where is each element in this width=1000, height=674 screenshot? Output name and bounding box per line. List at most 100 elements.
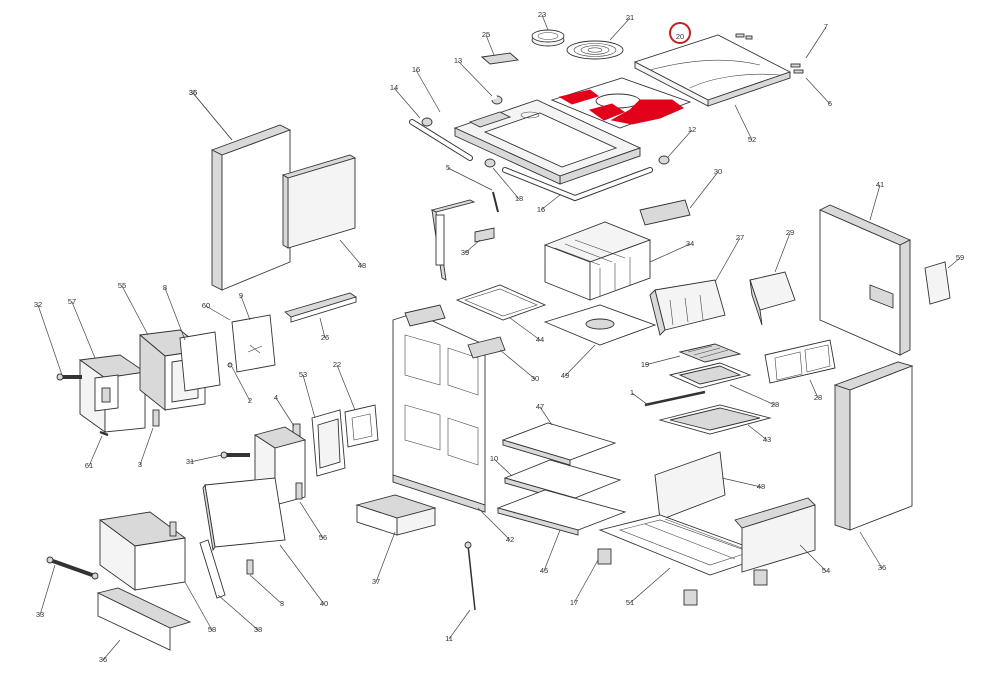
part-3-latch-58: [169, 521, 177, 537]
leader-line-49: [564, 344, 596, 377]
callout-label-51: 51: [626, 598, 634, 607]
leader-line-57: [71, 301, 96, 359]
part-3-latch-mid: [295, 482, 303, 500]
part-59-label: [924, 261, 951, 305]
leader-line-37: [375, 531, 396, 583]
callout-label-60: 60: [202, 301, 210, 310]
part-61-pin: [99, 430, 109, 437]
part-46-back-plate: [654, 451, 726, 521]
callout-label-55: 55: [118, 281, 126, 290]
callout-label-44: 44: [536, 335, 544, 344]
part-2-screw: [227, 362, 233, 368]
leader-line-53: [302, 374, 316, 419]
leader-line-3: [139, 427, 154, 466]
part-31-handle: [220, 451, 250, 459]
callout-label-23: 23: [538, 10, 546, 19]
part-28-ash-pan-top: [668, 362, 752, 389]
leader-line-51: [629, 567, 671, 604]
leader-line-54: [799, 544, 827, 572]
leader-line-58: [184, 581, 213, 631]
leader-line-8: [164, 287, 186, 341]
callout-label-7: 7: [824, 22, 828, 31]
callout-label-49: 49: [561, 371, 569, 380]
callout-label-16: 16: [537, 205, 545, 214]
callout-label-31: 31: [186, 457, 194, 466]
leader-line-4: [275, 397, 295, 427]
leader-line-39: [464, 239, 481, 254]
callout-label-1: 1: [630, 388, 634, 397]
part-35-right-side-panel: [833, 361, 914, 531]
part-38-bar: [199, 539, 226, 599]
part-42-front-panel: [392, 312, 486, 513]
part-40-plate: [202, 477, 286, 552]
leader-line-25: [485, 34, 495, 56]
callout-label-38: 38: [254, 625, 262, 634]
callout-label-29: 29: [786, 228, 794, 237]
callout-label-27: 27: [736, 233, 744, 242]
part-50-bracket: [430, 199, 476, 281]
part-43-ash-tray: [658, 404, 772, 435]
part-11-rod: [464, 541, 476, 611]
callout-label-21: 21: [626, 13, 634, 22]
part-34-oven-box: [543, 221, 652, 301]
callout-label-32: 32: [34, 300, 42, 309]
part-47-shelf: [501, 422, 617, 466]
leader-line-32: [37, 304, 63, 376]
leader-line-13: [457, 60, 493, 97]
leader-line-34: [649, 243, 691, 263]
callout-label-9: 9: [239, 291, 243, 300]
part-17-foot: [597, 548, 768, 606]
part-32-handle: [56, 373, 82, 381]
part-36-kickplate: [96, 587, 192, 651]
leader-line-7: [805, 26, 827, 59]
leader-line-48: [721, 477, 762, 488]
callout-label-16: 16: [412, 65, 420, 74]
leader-line-28: [809, 379, 819, 399]
callout-label-13: 13: [454, 56, 462, 65]
callout-label-25: 25: [482, 30, 490, 39]
leader-line-3: [249, 574, 283, 605]
leader-line-52: [734, 104, 753, 141]
part-33-handle: [46, 556, 99, 580]
part-53-door-frame: [311, 409, 346, 477]
leader-line-26: [319, 317, 326, 339]
part-3-latch-left: [152, 409, 160, 427]
leader-line-30: [499, 349, 536, 380]
part-57-door: [78, 354, 147, 433]
leader-line-19: [644, 355, 681, 366]
leader-line-41: [869, 184, 881, 221]
part-35-left-side-panel: [210, 124, 292, 291]
part-1-rod: [644, 390, 706, 407]
leader-line-44: [509, 317, 541, 341]
part-23-ring: [531, 29, 565, 47]
leader-line-31: [189, 454, 223, 463]
leader-line-59: [947, 257, 961, 269]
leader-line-16: [540, 194, 561, 211]
part-45-shelf: [496, 489, 627, 536]
hob-plate-red-area-left: [558, 89, 600, 105]
callout-label-12: 12: [688, 125, 696, 134]
part-28-side-bracket: [764, 339, 836, 384]
leader-line-21: [609, 17, 631, 41]
callout-label-41: 41: [876, 180, 884, 189]
leader-line-48: [339, 239, 363, 267]
leader-line-16: [415, 69, 441, 113]
leader-line-60: [205, 305, 231, 321]
callout-label-3: 3: [280, 599, 284, 608]
leader-line-12: [667, 129, 693, 158]
callout-label-36: 36: [189, 88, 197, 97]
part-39-clip: [474, 227, 495, 243]
leader-line-43: [747, 424, 768, 441]
part-37-ash-drawer: [355, 494, 437, 536]
callout-label-14: 14: [390, 83, 398, 92]
part-30-mid-bracket: [467, 336, 506, 359]
callout-label-35: 35: [189, 88, 197, 97]
leader-line-2: [231, 366, 251, 402]
part-30-top-bracket: [639, 199, 691, 226]
callout-label-47: 47: [536, 402, 544, 411]
leader-line-28: [729, 384, 776, 406]
part-hinges-6-7: [735, 33, 804, 74]
callout-label-42: 42: [506, 535, 514, 544]
callout-label-43: 43: [763, 435, 771, 444]
